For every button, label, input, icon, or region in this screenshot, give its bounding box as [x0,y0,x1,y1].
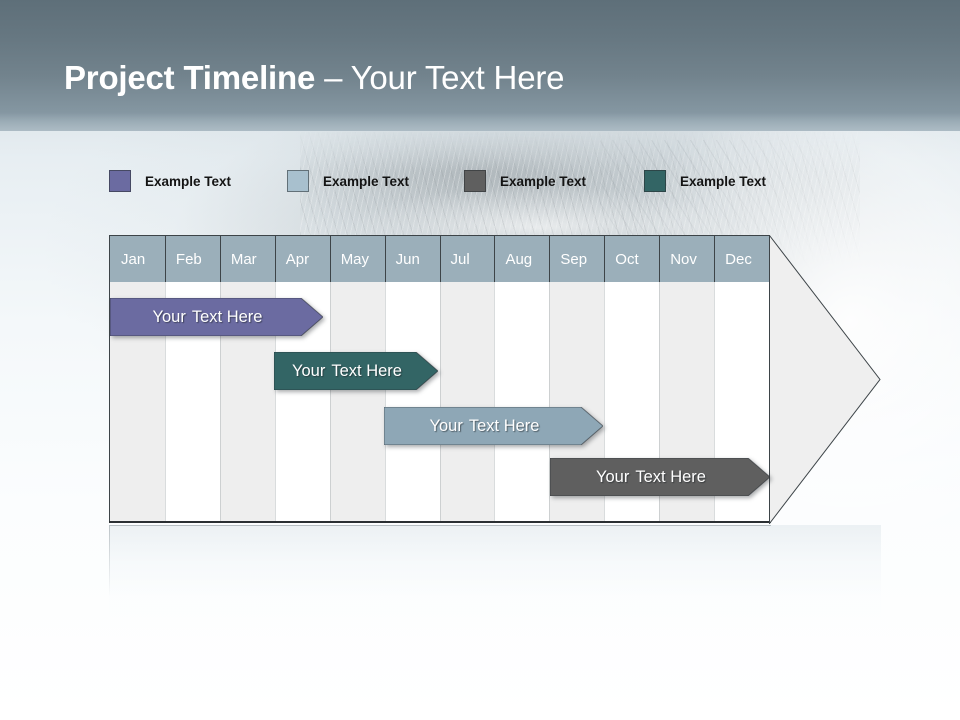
task-bar-label: Your Text Here [274,352,438,390]
task-bar-label-part2: Text Here [468,416,540,435]
task-bar-1[interactable]: Your Text Here [110,298,323,336]
month-header-mar[interactable]: Mar [219,236,275,282]
timeline-column-aug [494,282,550,522]
timeline-column-jun [384,282,440,522]
page-title-regular: – Your Text Here [315,59,565,96]
timeline-bottom-rule [109,521,771,523]
legend-item-label: Example Text [145,173,232,189]
task-bar-shape [274,352,438,390]
task-bar-label: Your Text Here [110,298,323,336]
legend-item-3[interactable]: Example Text [464,168,586,194]
legend-item-label: Example Text [680,173,767,189]
month-header-may[interactable]: May [329,236,385,282]
month-header-oct[interactable]: Oct [604,236,659,282]
page-title: Project Timeline – Your Text Here [64,58,564,98]
legend-item-2[interactable]: Example Text [287,168,409,194]
month-header-jun[interactable]: Jun [384,236,440,282]
task-bar-2[interactable]: Your Text Here [274,352,438,390]
task-bar-label-part1: Your [292,361,326,380]
chart-reflection-edge [109,525,771,526]
task-bar-label-part1: Your [596,467,630,486]
month-header-aug[interactable]: Aug [494,236,549,282]
task-bar-shape [384,407,603,445]
month-header-apr[interactable]: Apr [274,236,330,282]
task-bar-label-part2: Text Here [635,467,706,486]
timeline-arrowhead [769,235,881,524]
month-header-jan[interactable]: Jan [121,250,146,268]
month-header-dec[interactable]: Dec [714,236,769,282]
timeline-column-jul [439,282,495,522]
task-bar-shape [110,298,323,336]
legend-item-label: Example Text [500,173,587,189]
task-bar-label-part2: Text Here [331,361,402,380]
month-header-feb[interactable]: Feb [164,236,220,282]
task-bar-4[interactable]: Your Text Here [550,458,770,496]
task-bar-label-part2: Text Here [191,307,263,326]
chart-reflection [109,525,881,630]
header-band [0,0,960,131]
legend-swatch-icon [109,170,131,192]
chart-reflection-side-edge [109,526,110,596]
month-header-nov[interactable]: Nov [659,236,714,282]
page-title-bold: Project Timeline [64,59,316,96]
task-bar-label: Your Text Here [550,458,770,496]
task-bar-shape [550,458,770,496]
legend-item-1[interactable]: Example Text [109,168,231,194]
task-bar-label: Your Text Here [384,407,603,445]
month-header-sep[interactable]: Sep [549,236,604,282]
legend-swatch-icon [464,170,486,192]
task-bar-label-part1: Your [429,416,463,435]
legend-item-label: Example Text [323,173,410,189]
legend-swatch-icon [644,170,666,192]
task-bar-3[interactable]: Your Text Here [384,407,603,445]
legend-swatch-icon [287,170,309,192]
month-header-jul[interactable]: Jul [439,236,495,282]
legend-item-4[interactable]: Example Text [644,168,766,194]
task-bar-label-part1: Your [152,307,186,326]
timeline-column-may [329,282,385,522]
